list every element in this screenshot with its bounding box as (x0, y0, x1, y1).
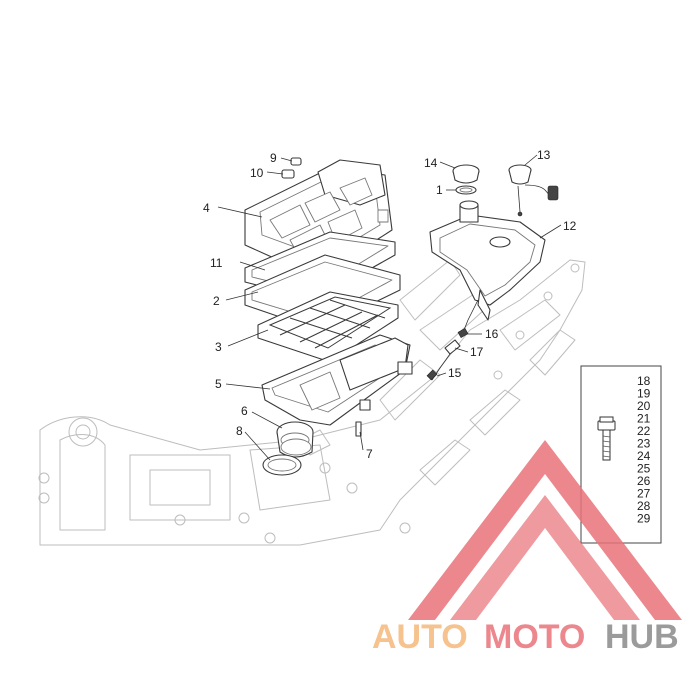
watermark-text-moto: MOTO (484, 618, 585, 656)
air-filter-grid (257, 291, 399, 363)
callout-4: 4 (203, 201, 210, 215)
reservoir-tank (429, 200, 546, 321)
bolt-number: 29 (637, 512, 651, 526)
callout-3: 3 (215, 340, 222, 354)
callout-14: 14 (424, 156, 438, 170)
callout-11: 11 (210, 256, 223, 270)
callout-7: 7 (366, 447, 373, 461)
bolt-icon (597, 416, 616, 461)
bolt-number: 23 (637, 437, 651, 451)
airbox-base (261, 334, 413, 426)
callout-1: 1 (436, 183, 443, 197)
watermark-logo: AUTO MOTO HUB (372, 440, 682, 656)
bolt-number: 26 (637, 474, 651, 488)
callout-2: 2 (213, 294, 220, 308)
callout-5: 5 (215, 377, 222, 391)
callout-17: 17 (470, 345, 484, 359)
bolt-number: 27 (637, 487, 651, 501)
logo-triangle-inner (450, 495, 640, 620)
callout-10: 10 (250, 166, 264, 180)
reservoir-cap (452, 164, 480, 184)
callout-13: 13 (537, 148, 551, 162)
callout-16: 16 (485, 327, 499, 341)
logo-inner-mark (505, 588, 560, 620)
bolt-number: 24 (637, 449, 651, 463)
callout-12: 12 (563, 219, 577, 233)
intake-duct (276, 421, 314, 458)
callout-9: 9 (270, 151, 277, 165)
bolt-number: 19 (637, 387, 651, 401)
o-ring (455, 185, 477, 195)
callout-6: 6 (241, 404, 248, 418)
bolt-number: 18 (637, 374, 651, 388)
bolt-number: 22 (637, 424, 651, 438)
motorcycle-frame (38, 259, 586, 546)
bolt-number: 28 (637, 499, 651, 513)
leader-lines (217, 154, 562, 461)
hose-fittings (426, 299, 479, 381)
clamp-ring (262, 454, 302, 476)
watermark-text-hub: HUB (605, 618, 679, 656)
connectors (281, 157, 302, 179)
watermark-text-auto: AUTO (372, 618, 468, 656)
bolt-number: 25 (637, 462, 651, 476)
logo-triangle-outer (408, 440, 682, 620)
pin (355, 421, 362, 437)
level-sensor (508, 164, 559, 217)
bolt-number: 20 (637, 399, 651, 413)
callout-15: 15 (448, 366, 462, 380)
callout-labels: 4 11 2 3 5 6 8 7 9 10 14 1 13 12 16 17 1… (203, 148, 577, 461)
callout-8: 8 (236, 424, 243, 438)
bolt-number: 21 (637, 412, 651, 426)
